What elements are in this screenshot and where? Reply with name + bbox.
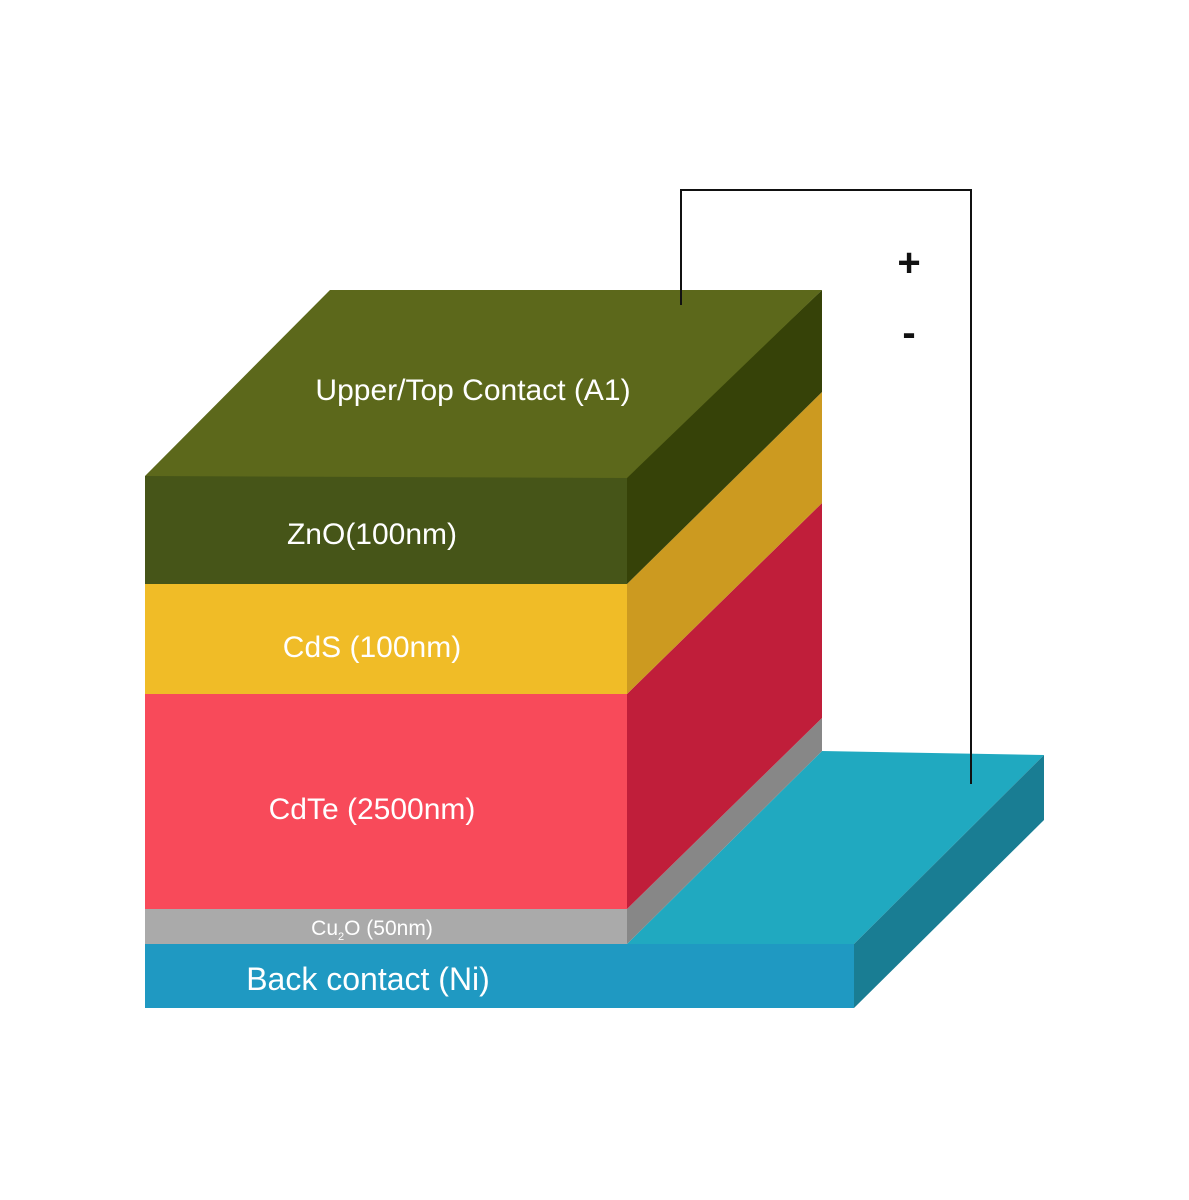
back-contact-top-face — [627, 751, 1044, 944]
cdte-side-face — [627, 503, 822, 909]
minus-sign: - — [902, 311, 915, 355]
cu2o-label: Cu2O (50nm) — [311, 917, 433, 943]
circuit-wire — [680, 189, 972, 784]
cdte-front-face — [145, 694, 627, 909]
back-contact-front-face — [145, 944, 854, 1008]
cds-front-face — [145, 584, 627, 694]
cdte-label: CdTe (2500nm) — [269, 793, 476, 826]
cds-side-face — [627, 392, 822, 694]
cds-label: CdS (100nm) — [283, 631, 461, 664]
top-contact-label: Upper/Top Contact (A1) — [315, 374, 630, 407]
zno-front-face — [145, 476, 627, 584]
top-contact-face — [145, 290, 822, 478]
plus-sign: + — [897, 241, 920, 285]
cu2o-side-face — [627, 718, 822, 944]
zno-side-face — [627, 290, 822, 584]
cu2o-front-face — [145, 909, 627, 944]
back-contact-label: Back contact (Ni) — [246, 961, 490, 997]
zno-label: ZnO(100nm) — [287, 518, 457, 551]
back-contact-side-face — [854, 755, 1044, 1008]
